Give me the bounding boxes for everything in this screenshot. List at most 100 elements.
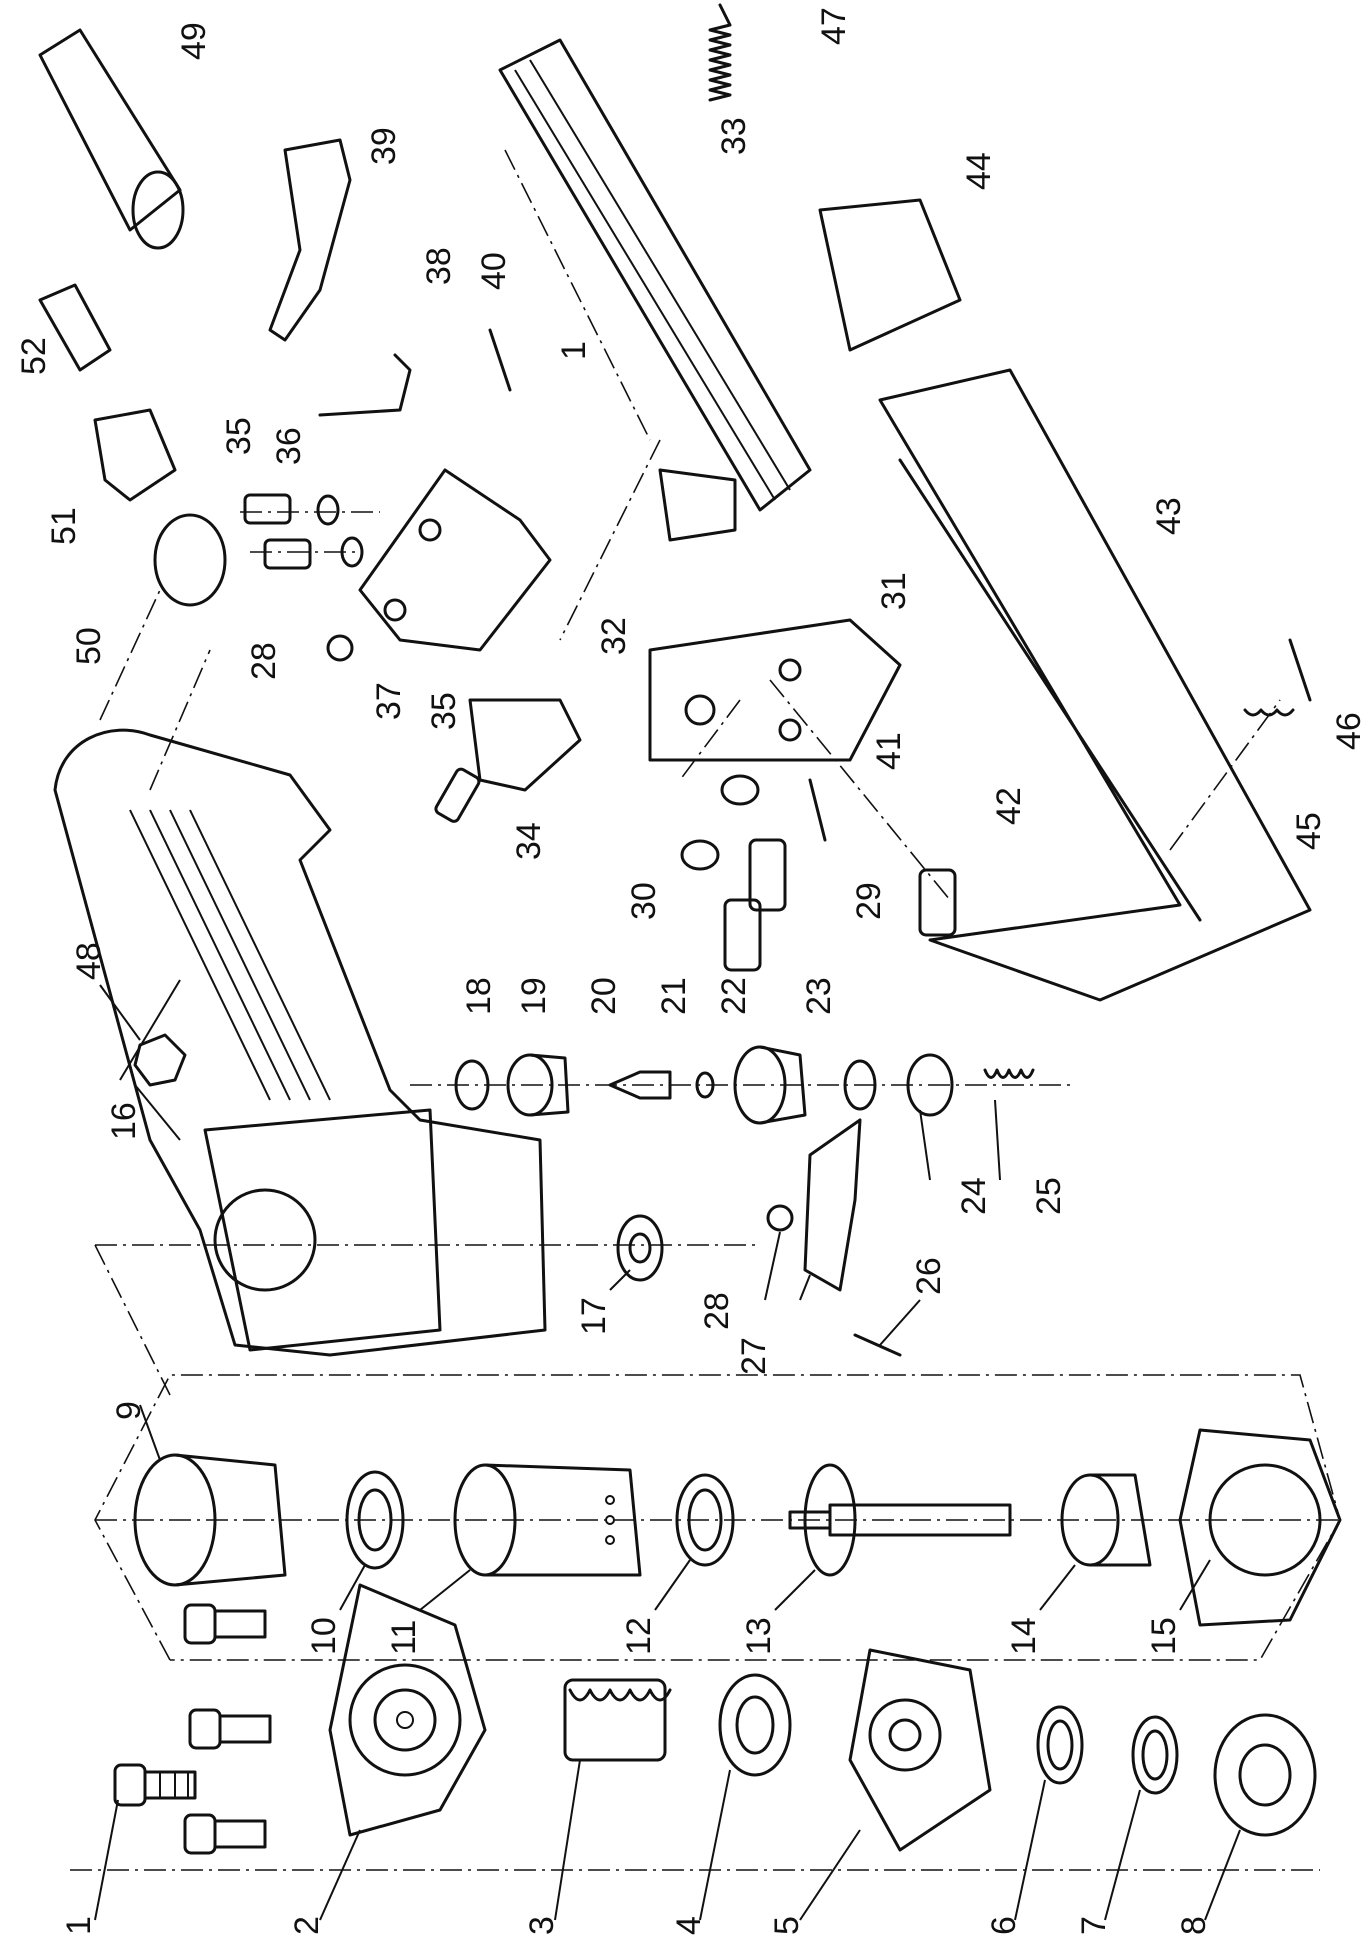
callout-38: 38 [420,247,458,285]
part-48-nut [133,1033,187,1087]
callout-1-upper: 1 [555,341,593,360]
callout-2: 2 [288,1916,326,1935]
part-35-screw [243,493,312,570]
part-5-plate [848,1648,992,1852]
part-1-screw [113,1763,197,1807]
part-25-spring [983,1068,1035,1079]
part-31-nose-plate [648,618,902,762]
part-34-latch [468,698,582,792]
callout-30: 30 [625,882,663,920]
part-30-washer [680,774,760,871]
callout-43: 43 [1150,497,1188,535]
part-26-pin [853,1333,902,1357]
part-3-spring [563,1678,672,1762]
part-1-screw-extra [183,1603,272,1855]
callout-46: 46 [1330,712,1366,750]
callout-41: 41 [870,732,908,770]
callout-47: 47 [815,7,853,45]
callout-15: 15 [1145,1617,1183,1655]
callout-4: 4 [670,1916,708,1935]
callout-50: 50 [70,627,108,665]
callout-36: 36 [270,427,308,465]
callout-14: 14 [1005,1617,1043,1655]
callout-23: 23 [800,977,838,1015]
callout-6: 6 [985,1916,1023,1935]
part-20-valve-pin [608,1070,672,1100]
callout-24: 24 [955,1177,993,1215]
part-27-trigger [803,1118,862,1292]
part-24-valve-cap [906,1053,954,1117]
part-42-screw [918,868,957,937]
callout-labels: 1 2 3 4 5 6 7 8 9 10 11 12 13 14 15 16 1… [15,7,1366,1935]
callout-45: 45 [1290,812,1328,850]
part-39-lever [268,138,352,342]
part-22-valve-body [733,1045,807,1125]
part-29-screw [748,838,787,912]
part-28-e-clip [766,1204,794,1232]
callout-18: 18 [460,977,498,1015]
part-35-screw-b [434,767,481,823]
part-11-cylinder-sleeve [453,1463,642,1577]
part-13-piston-driver [788,1463,1012,1577]
part-40-pin [488,328,512,392]
part-7-ring [1131,1715,1179,1795]
callout-12: 12 [620,1617,658,1655]
part-10-washer [345,1470,405,1570]
callout-5: 5 [768,1916,806,1935]
part-36-washer [316,494,364,568]
callout-22: 22 [715,977,753,1015]
part-12-o-ring [675,1473,735,1567]
part-18-seal [454,1059,490,1111]
callout-35-lower: 35 [425,692,463,730]
part-49-grip-sleeve [38,28,185,250]
callout-29: 29 [850,882,888,920]
callout-26: 26 [910,1257,948,1295]
assembly-lines [70,149,1341,1871]
part-52-air-fitting [38,283,112,372]
callout-25: 25 [1030,1177,1068,1215]
part-19-bushing [506,1053,570,1117]
callout-37: 37 [370,682,408,720]
callout-40: 40 [475,252,513,290]
callout-28-upper: 28 [245,642,283,680]
callout-51: 51 [45,507,83,545]
callout-34: 34 [510,822,548,860]
callout-44: 44 [960,152,998,190]
part-51-connector [93,408,177,502]
callout-19: 19 [515,977,553,1015]
part-17-valve-insert [616,1214,664,1282]
callout-10: 10 [305,1617,343,1655]
part-50-o-ring [153,513,227,607]
part-47-spring-strip [708,3,732,102]
part-23-o-ring [843,1059,877,1111]
part-45-spring [1243,708,1295,717]
callout-1: 1 [60,1916,98,1935]
part-43-magazine-base [878,368,1312,1002]
callout-13: 13 [740,1617,778,1655]
callout-49: 49 [175,22,213,60]
callout-7: 7 [1075,1916,1113,1935]
callout-31: 31 [875,572,913,610]
part-21-small-ring [695,1071,715,1099]
part-38-spring [318,353,412,417]
part-4-bushing [718,1673,792,1777]
part-32-block [658,468,737,542]
callout-33: 33 [715,117,753,155]
part-44-cover-block [818,198,962,352]
part-29-screw-b [723,898,762,972]
callout-8: 8 [1175,1916,1213,1935]
part-33-magazine-rail [498,38,812,512]
callout-48: 48 [70,942,108,980]
callout-35: 35 [220,417,258,455]
callout-27: 27 [735,1337,773,1375]
part-15-flange [1178,1428,1342,1627]
callout-42: 42 [990,787,1028,825]
part-6-ring [1036,1705,1084,1785]
part-8-piston-cap [1213,1713,1317,1837]
callout-11: 11 [385,1620,423,1655]
part-9-end-cap [133,1453,287,1587]
part-16-housing [53,728,547,1357]
leader-lines [94,979,1241,1921]
part-14-bumper [1060,1473,1152,1567]
